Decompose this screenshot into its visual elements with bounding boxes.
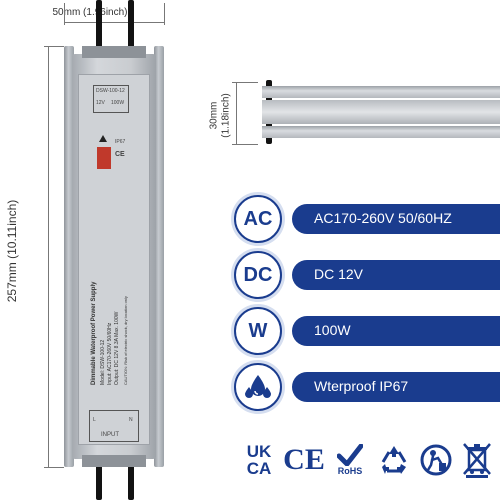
width-dimension-tick-left	[64, 3, 65, 25]
power-supply-side-view	[262, 80, 500, 144]
weee-bin-icon	[463, 443, 491, 478]
spec-row-dc: DC DC 12V	[232, 251, 500, 299]
spec-pill-ac	[292, 204, 500, 234]
ukca-mark-bottom: CA	[246, 459, 272, 478]
watt-text: W	[248, 319, 268, 342]
spec-value-watt: 100W	[314, 322, 351, 338]
watt-badge: W	[234, 307, 282, 355]
warning-triangle-icon	[99, 135, 107, 142]
height-dimension-label-inch: (1.18inch)	[220, 93, 232, 138]
psu-ce-mark: CE	[115, 151, 125, 158]
psu-top-label-box	[93, 85, 129, 113]
psu-input-terminal-box	[89, 410, 139, 442]
spec-value-waterproof: Wterproof IP67	[314, 378, 409, 394]
psu-terminal-n: N	[129, 417, 133, 423]
height-dimension-tick-bottom	[232, 144, 258, 145]
spec-row-watt: W 100W	[232, 307, 500, 355]
waterproof-badge	[234, 363, 282, 411]
warning-red-sticker	[97, 147, 111, 169]
psu-label-panel: DSW-100-12 12V 100W IP67 CE Dimmable Wat…	[78, 74, 150, 445]
height-dimension-label-mm: 30mm	[208, 101, 220, 130]
psu-terminal-l: L	[93, 417, 96, 423]
length-dimension-tick-bottom	[44, 467, 64, 468]
height-dimension-tick-top	[232, 82, 258, 83]
psu-ip-rating: IP67	[115, 139, 126, 145]
water-drops-icon	[245, 375, 271, 398]
ac-text: AC	[243, 207, 273, 230]
psu-end-cap-bottom	[82, 455, 146, 467]
psu-label-model: Model: DSW-100-12	[100, 339, 106, 385]
spec-pill-waterproof	[292, 372, 500, 402]
psu-top-label-model: DSW-100-12	[96, 88, 125, 94]
spec-value-ac: AC170-260V 50/60HZ	[314, 210, 452, 226]
psu-label-output: Output: DC 12V 8.3A Max. 100W	[114, 311, 120, 385]
length-dimension-label: 257mm (10.11inch)	[5, 199, 19, 303]
psu-mounting-flange-right	[154, 46, 164, 467]
rohs-mark: RoHS	[330, 440, 370, 480]
psu-top-label-power: 100W	[111, 100, 125, 106]
ukca-mark-top: UK	[246, 442, 272, 461]
input-cable-top-1	[96, 0, 102, 52]
side-view-rail-bottom	[262, 126, 500, 138]
recycle-mark	[374, 440, 414, 480]
weee-mark	[458, 440, 496, 480]
tidyman-icon	[420, 444, 452, 476]
ac-badge: AC	[234, 195, 282, 243]
psu-end-cap-top	[82, 46, 146, 58]
psu-label-input: Input: AC170-260V 50/60Hz	[107, 322, 113, 385]
tidyman-mark	[416, 440, 456, 480]
dc-text: DC	[243, 263, 273, 286]
power-supply-unit: DSW-100-12 12V 100W IP67 CE Dimmable Wat…	[64, 46, 164, 467]
length-dimension-tick-top	[44, 46, 64, 47]
rohs-check-icon	[337, 444, 363, 466]
height-dimension-line	[236, 82, 237, 144]
spec-row-waterproof: Wterproof IP67	[232, 363, 500, 411]
psu-mounting-flange-left	[64, 46, 74, 467]
spec-pill-watt	[292, 316, 500, 346]
spec-pill-dc	[292, 260, 500, 290]
width-dimension-tick-right	[164, 3, 165, 25]
output-cable-bottom-2	[128, 460, 134, 500]
psu-input-terminal-label: INPUT	[101, 432, 119, 438]
output-cable-bottom-1	[96, 460, 102, 500]
psu-label-title: Dimmable Waterproof Power Supply	[91, 281, 97, 385]
width-dimension-line	[64, 22, 164, 23]
side-view-body	[262, 100, 500, 124]
rohs-text: RoHS	[337, 466, 363, 476]
dc-badge: DC	[234, 251, 282, 299]
ce-mark: CE	[283, 443, 325, 476]
spec-value-dc: DC 12V	[314, 266, 364, 282]
spec-row-ac: AC AC170-260V 50/60HZ	[232, 195, 500, 243]
width-dimension-label: 50mm (1.96inch)	[52, 7, 128, 18]
length-dimension-line	[48, 46, 49, 467]
recycle-icon	[381, 446, 407, 474]
psu-label-caution: CAUTION: Risk of electric shock, dry loc…	[123, 296, 128, 385]
side-view-rail-top	[262, 86, 500, 98]
ukca-mark: UK CA	[240, 440, 278, 480]
input-cable-top-2	[128, 0, 134, 52]
psu-top-label-voltage: 12V	[96, 100, 105, 106]
